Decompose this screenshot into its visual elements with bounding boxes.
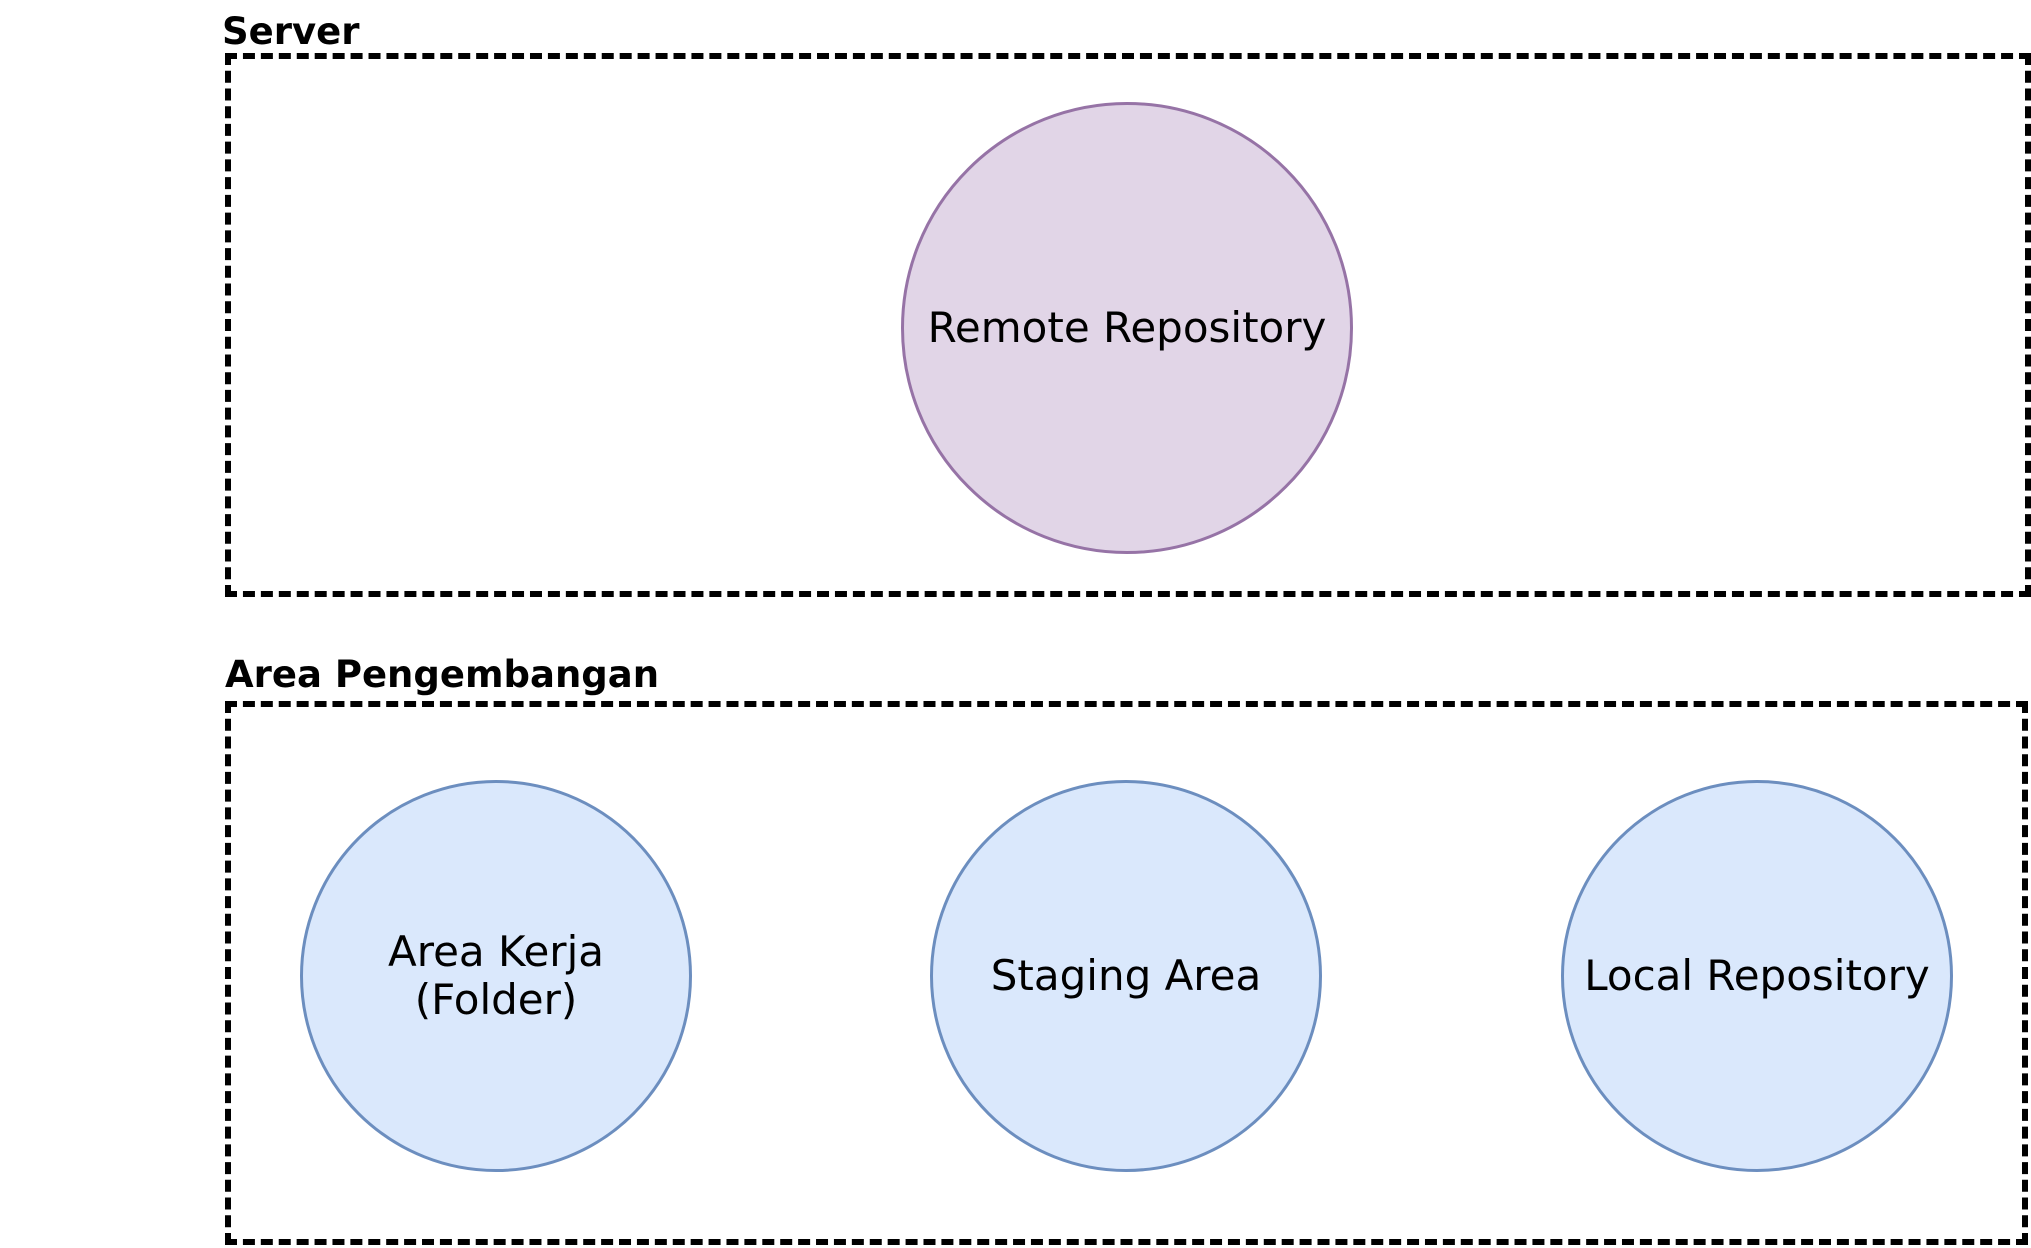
server-group-label: Server — [222, 10, 360, 53]
working-area-node[interactable]: Area Kerja (Folder) — [300, 780, 692, 1172]
working-area-label-line2: (Folder) — [414, 975, 578, 1024]
staging-area-node[interactable]: Staging Area — [930, 780, 1322, 1172]
remote-repository-label: Remote Repository — [927, 302, 1327, 352]
local-repository-label: Local Repository — [1584, 950, 1930, 1000]
server-group-box — [225, 53, 2031, 597]
working-area-label-line1: Area Kerja — [388, 926, 604, 976]
remote-repository-node[interactable]: Remote Repository — [901, 102, 1353, 554]
local-repository-node[interactable]: Local Repository — [1561, 780, 1953, 1172]
development-group-box — [225, 701, 2028, 1245]
working-area-label: Area Kerja (Folder) — [388, 926, 604, 1025]
development-group-label: Area Pengembangan — [225, 653, 660, 696]
staging-area-label: Staging Area — [990, 950, 1262, 1000]
